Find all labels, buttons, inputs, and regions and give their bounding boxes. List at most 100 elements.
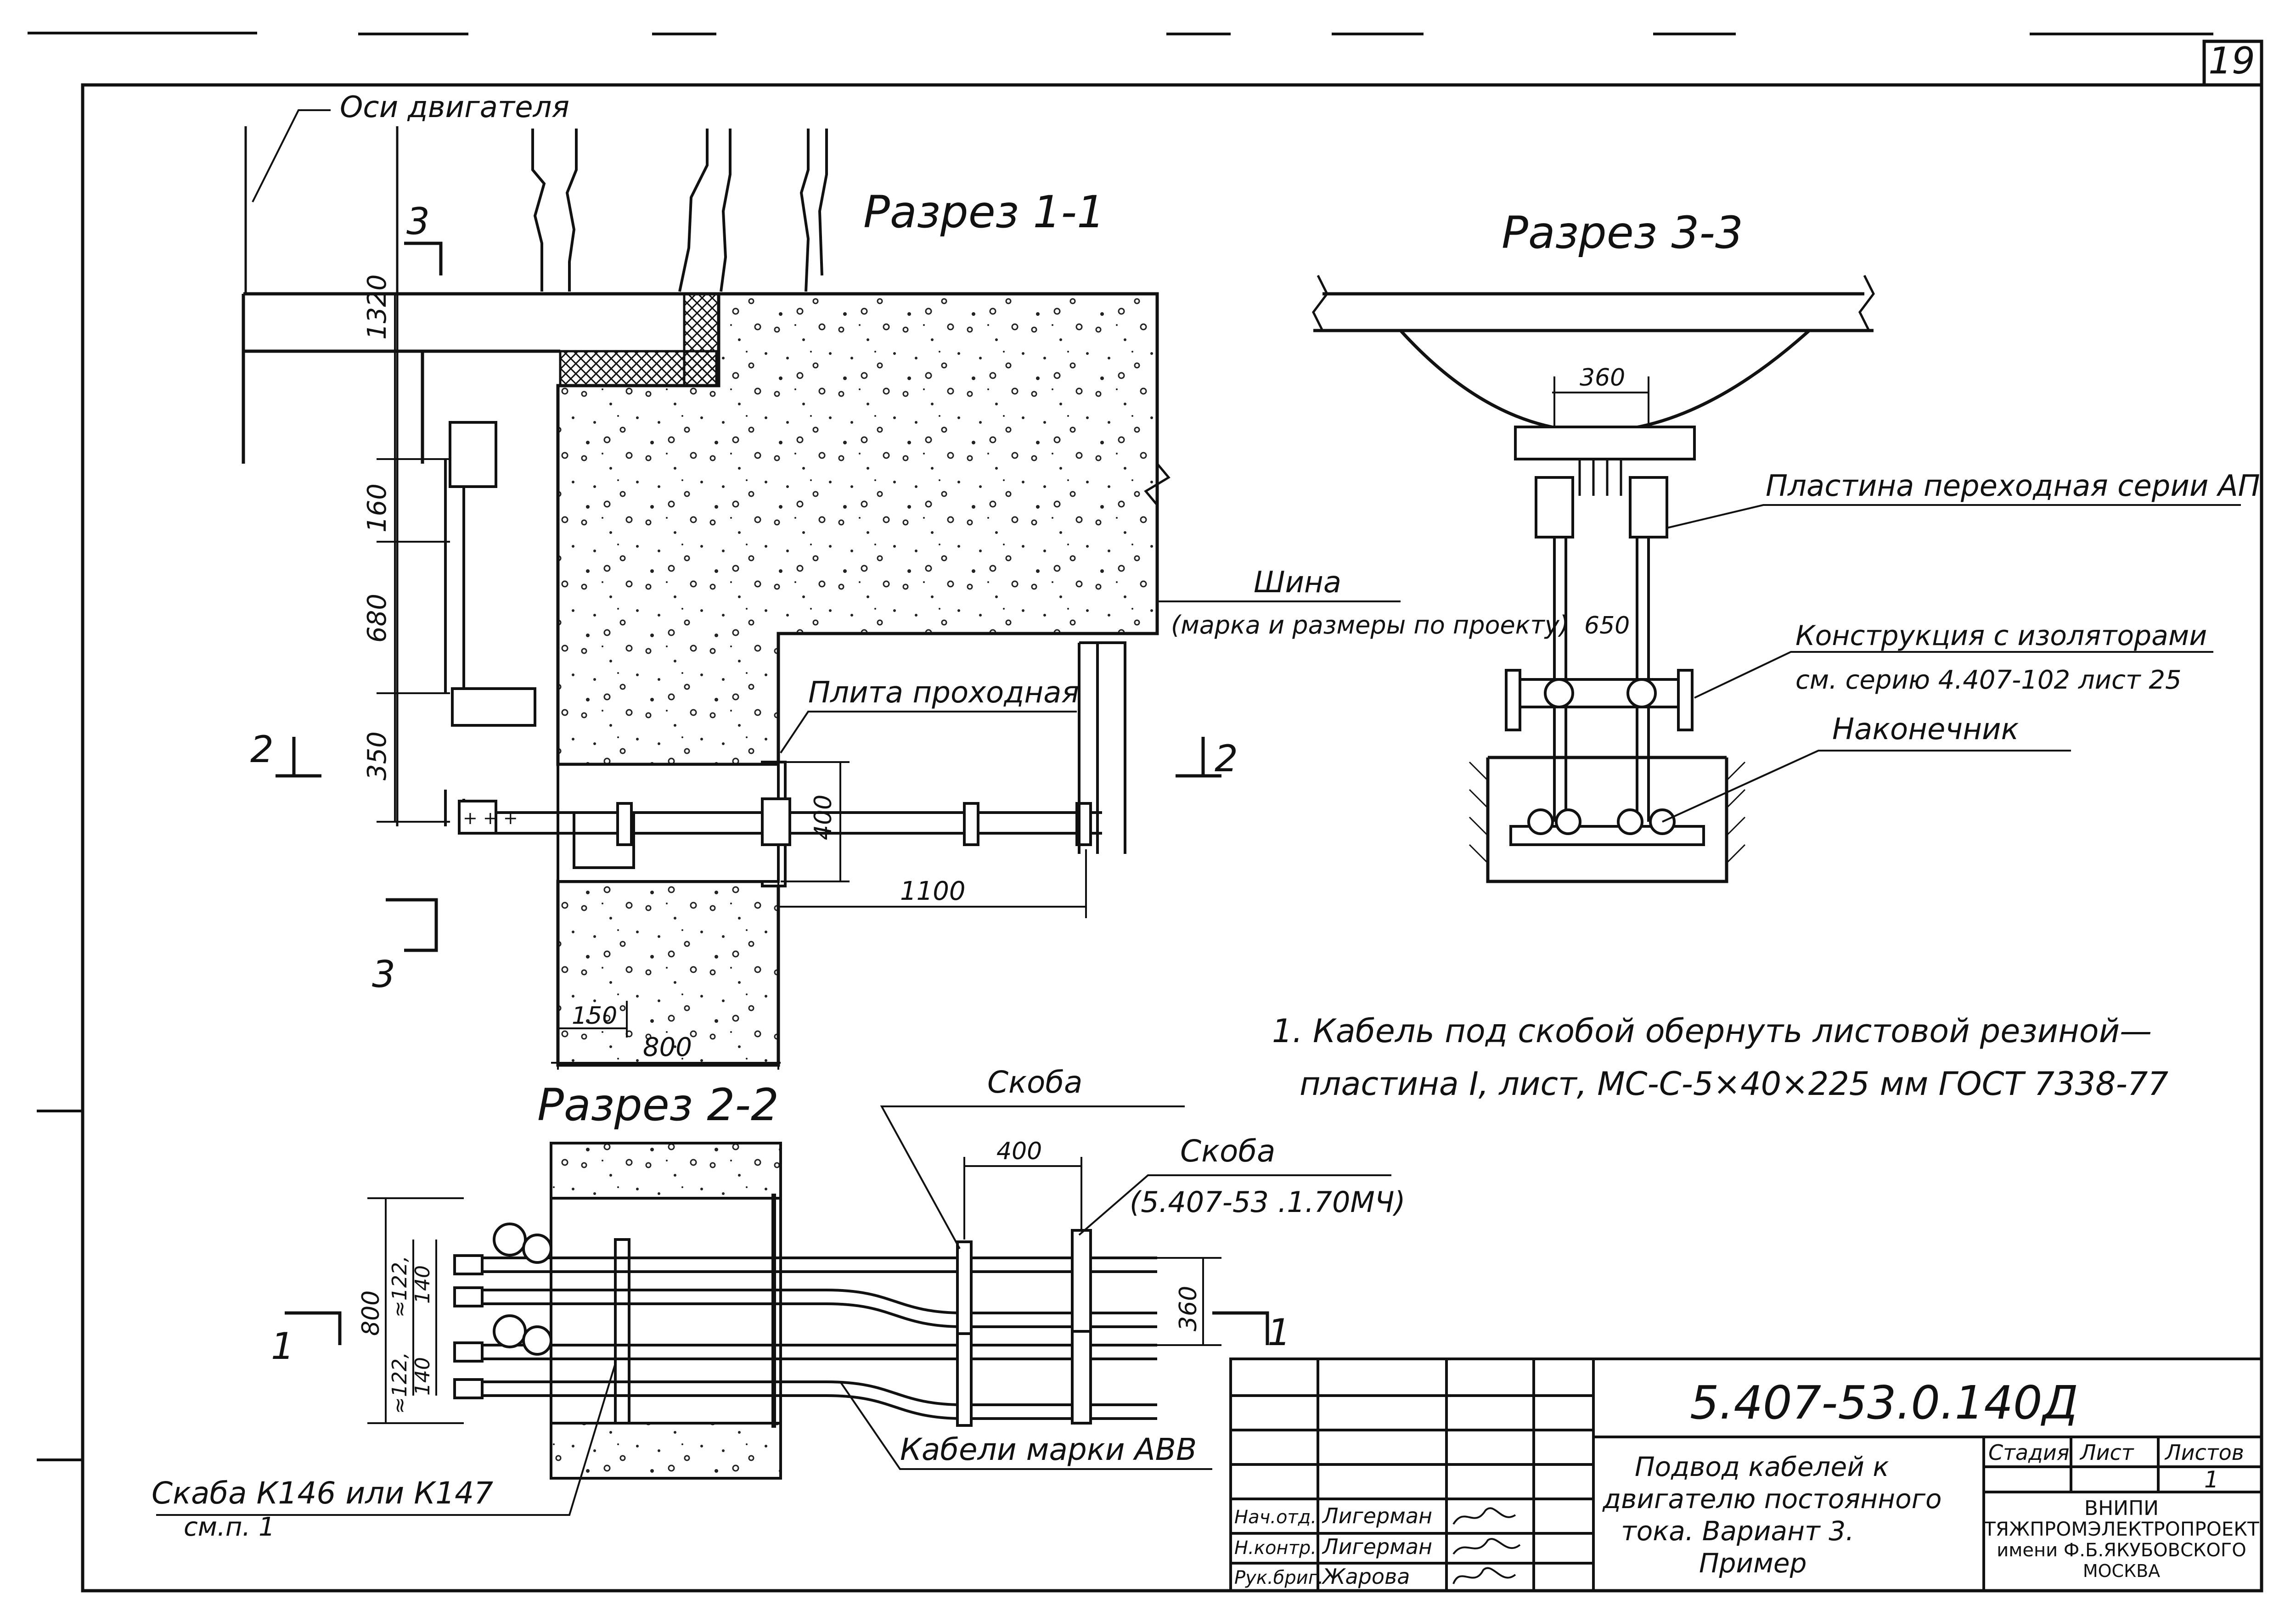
cable-clamp [451,687,536,727]
insulator-end [1505,669,1521,731]
insulator [1544,678,1574,708]
dim-140-b: 140 [411,1357,434,1396]
org-line-1: ВНИПИ [2084,1497,2159,1520]
cable-bracket [963,802,979,846]
cable-lug-end [1617,808,1643,835]
motor-axes-leader [252,109,331,202]
bus-bar [1078,641,1126,854]
adapter-plate-leader [1666,504,2241,529]
dim-800-left: 800 [357,1290,385,1336]
bus-note: (марка и размеры по проекту) [1171,611,1569,640]
signatures [1452,1507,1521,1584]
insulator-end [1677,669,1694,731]
cut-3-top-label: 3 [406,200,430,243]
cable-bracket [761,797,791,846]
section-3-title: Разрез 3-3 [1502,207,1743,258]
dim-680: 680 [362,594,392,643]
dimension-360-right [1157,1257,1221,1346]
dim-122-b: ≈122, [388,1352,411,1414]
base-hatch [683,292,720,387]
dim-160: 160 [362,483,392,533]
cable-horizontal [496,811,1102,835]
sheet-header: Лист [2079,1440,2134,1465]
adapter-plate [1514,426,1696,460]
dimension-chain-left [377,294,450,823]
motor-foot [678,129,732,292]
org-line-4: МОСКВА [2083,1561,2160,1581]
section-2-2: Разрез 2-2 [152,1065,1406,1542]
cable-riser [444,459,465,826]
sheet-number: 19 [2208,39,2255,82]
section-2-title: Разрез 2-2 [537,1079,779,1131]
section-3-3: Разрез 3-3 360 650 [1312,207,2260,883]
stage-header: Стадия [1988,1440,2069,1465]
concrete-top [550,1142,782,1200]
cut-marks [276,241,1221,952]
note-line-2: пластина I, лист, МС-С-5×40×225 мм ГОСТ … [1300,1065,2168,1103]
role-1: Н.контр. [1234,1537,1317,1559]
trench-hatch [1469,761,1746,864]
dim-350: 350 [362,731,392,780]
cable-run [459,1257,1157,1273]
bracket-1-label: Скоба [987,1065,1082,1100]
motor-foot [799,129,828,292]
lug-marks: + + + [463,808,518,828]
section-1-1: Оси двигателя + + + [242,90,1569,1070]
break-line [1144,463,1171,506]
cable-terminal [449,421,497,488]
cable-lug [458,800,497,835]
dimension-150-800 [551,1001,781,1070]
dim-1100: 1100 [900,876,966,906]
terminal-block [1629,476,1668,539]
break-line [1858,275,1875,331]
cut-3-bottom-label: 3 [372,953,395,996]
cables-leader [839,1381,1212,1470]
motor-axes-label: Оси двигателя [340,90,569,124]
bracket-2-leader [1078,1174,1391,1236]
cut-2-left-label: 2 [250,728,274,771]
dim-400-top: 400 [996,1138,1042,1165]
org-line-2: ТЯЖПРОМЭЛЕКТРОПРОЕКТ [1983,1518,2259,1540]
cable-lug-end [1555,808,1581,835]
break-line [1312,275,1328,331]
concrete-bottom [550,1422,782,1480]
bus-label: Шина [1254,566,1341,600]
cut-1-marks [285,1311,1269,1345]
lug-leader [1662,750,2071,823]
bracket-2-ref: (5.407-53 .1.70МЧ) [1130,1185,1406,1219]
drawing-title-line-4: Пример [1699,1548,1806,1579]
cables-label: Кабели марки АВВ [900,1432,1197,1467]
dim-400: 400 [810,795,837,840]
cable-run [459,1344,1157,1360]
bracket-1-leader [880,1105,1185,1249]
bracket-2-label: Скоба [1180,1133,1275,1169]
role-0: Нач.отд. [1234,1507,1317,1528]
insulator-ref: см. серию 4.407-102 лист 25 [1795,665,2182,695]
dimension-400-1100 [777,761,1087,918]
drawing-title-line-2: двигателю постоянного [1602,1483,1942,1515]
dim-122-a: ≈122, [388,1256,411,1318]
terminal-bolts [1578,459,1622,496]
pass-plate-leader [780,711,1077,754]
dim-140-a: 140 [411,1265,434,1304]
concrete-lower [556,880,780,1067]
sheets-value: 1 [2204,1466,2219,1493]
insulator-label: Конструкция с изоляторами [1795,620,2207,652]
dim-150: 150 [572,1002,617,1030]
scan-edge-marks [28,32,2213,1461]
insulator [1626,678,1657,708]
pass-plate-label: Плита проходная [808,676,1079,710]
cable-lugs [453,1223,552,1399]
org-line-3: имени Ф.Б.ЯКУБОВСКОГО [1997,1540,2246,1561]
lug-label: Наконечник [1832,712,2019,746]
bracket-k-leader [156,1363,616,1516]
dimension-400-top [963,1157,1082,1240]
dim-650: 650 [1584,612,1630,640]
insulator-bar [1509,678,1687,708]
cable-bracket [616,802,633,846]
cable-lug-end [1527,808,1554,835]
motor-foot [531,129,578,292]
dim-360-top: 360 [1580,364,1625,392]
bracket-k-ref: см.п. 1 [184,1512,275,1542]
